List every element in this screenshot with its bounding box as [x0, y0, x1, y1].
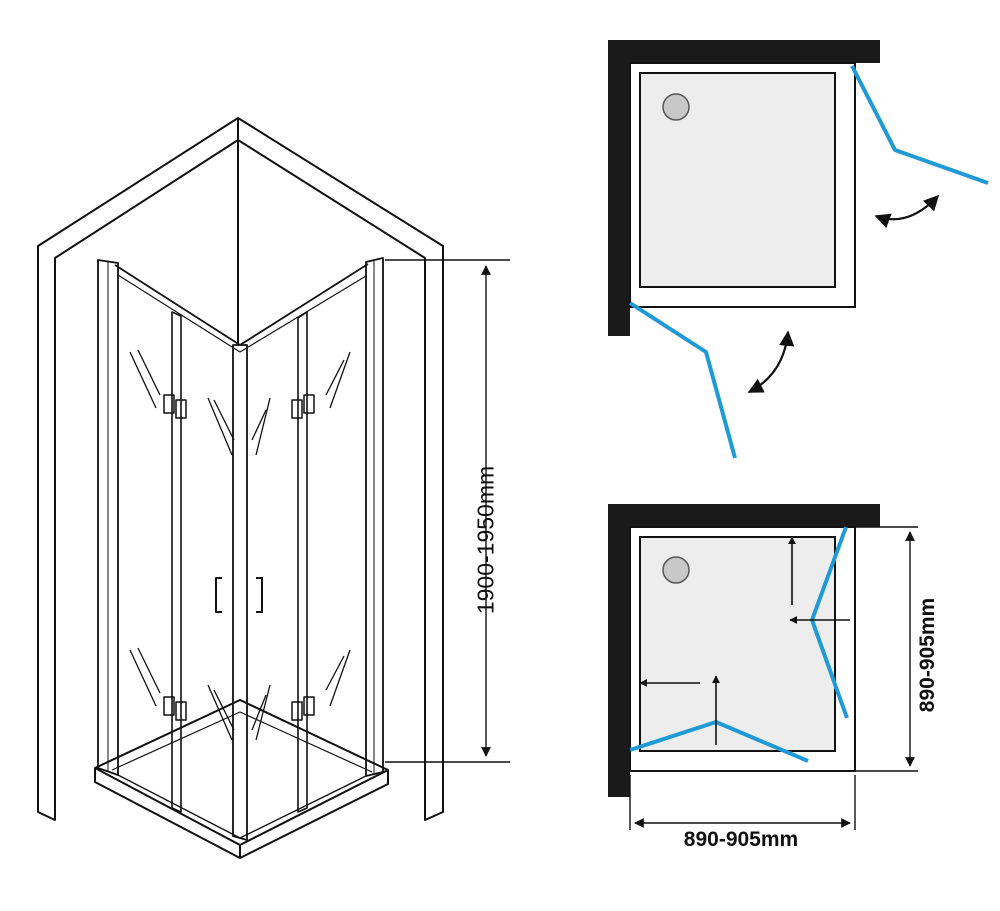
height-dimension [385, 259, 510, 763]
glass-reflections [129, 349, 351, 741]
hinge-icon [291, 399, 303, 419]
folding-door-left [628, 301, 737, 459]
plan-dimensions [629, 526, 918, 830]
drain-circle-icon [662, 93, 690, 121]
hinge-icon [291, 701, 303, 721]
depth-dimension-label: 890-905mm [916, 597, 939, 713]
drain-circle-icon [662, 556, 690, 584]
shower-tray [94, 699, 389, 859]
hinge-icon [175, 399, 187, 419]
hinges [163, 394, 315, 721]
corner-walls [37, 117, 444, 821]
hinge-icon [175, 701, 187, 721]
width-dimension-label: 890-905mm [683, 828, 799, 851]
hinge-icon [163, 394, 175, 414]
handle-icon [256, 577, 263, 613]
hinge-icon [303, 696, 315, 716]
hinge-icon [163, 696, 175, 716]
hinge-icon [303, 394, 315, 414]
plan-view-swing [608, 40, 989, 459]
isometric-view [37, 117, 510, 859]
plan-view-fold [608, 504, 918, 830]
handle-icon [215, 577, 222, 613]
door-frame [97, 257, 384, 841]
height-dimension-label: 1900-1950mm [472, 465, 499, 615]
door-handles [215, 577, 263, 613]
curved-double-arrow-icon [747, 330, 795, 393]
curved-double-arrow-icon [874, 194, 940, 229]
folding-door-right [850, 65, 989, 185]
